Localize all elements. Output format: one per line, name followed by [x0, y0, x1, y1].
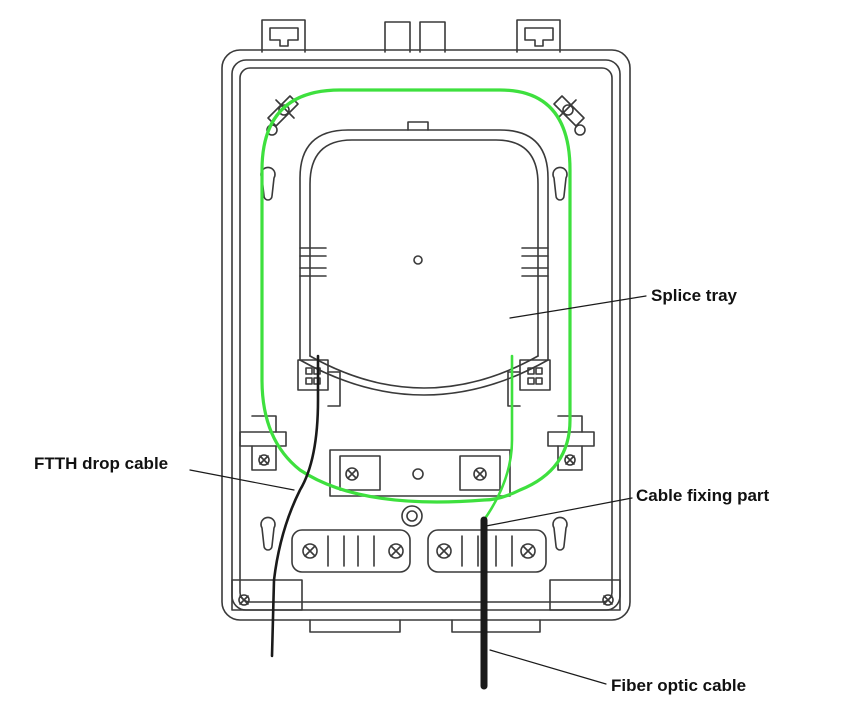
leader-fiber-optic — [489, 649, 607, 685]
leader-cable-fixing — [485, 497, 633, 527]
splice-tray — [297, 121, 551, 407]
enclosure-outline — [221, 49, 631, 633]
bottom-screws — [231, 579, 621, 611]
keyhole-slots — [260, 166, 568, 551]
leader-lines — [189, 295, 647, 685]
cable-fixing-part-label: Cable fixing part — [636, 486, 770, 505]
corner-brackets — [266, 95, 586, 136]
fiber-route-inner — [482, 354, 514, 522]
splice-tray-label: Splice tray — [651, 286, 737, 305]
fiber-optic-cable-label: Fiber optic cable — [611, 676, 747, 695]
leader-ftth-drop — [189, 469, 295, 491]
side-clamps — [239, 415, 595, 471]
leader-splice-tray — [509, 295, 647, 319]
ftth-drop-cable — [270, 354, 320, 658]
bottom-cable-clamps — [291, 529, 547, 573]
top-mounting-tabs — [261, 19, 561, 53]
ftth-drop-cable-label: FTTH drop cable — [34, 454, 169, 473]
fiber-route — [260, 88, 572, 504]
central-bracket — [329, 449, 511, 527]
